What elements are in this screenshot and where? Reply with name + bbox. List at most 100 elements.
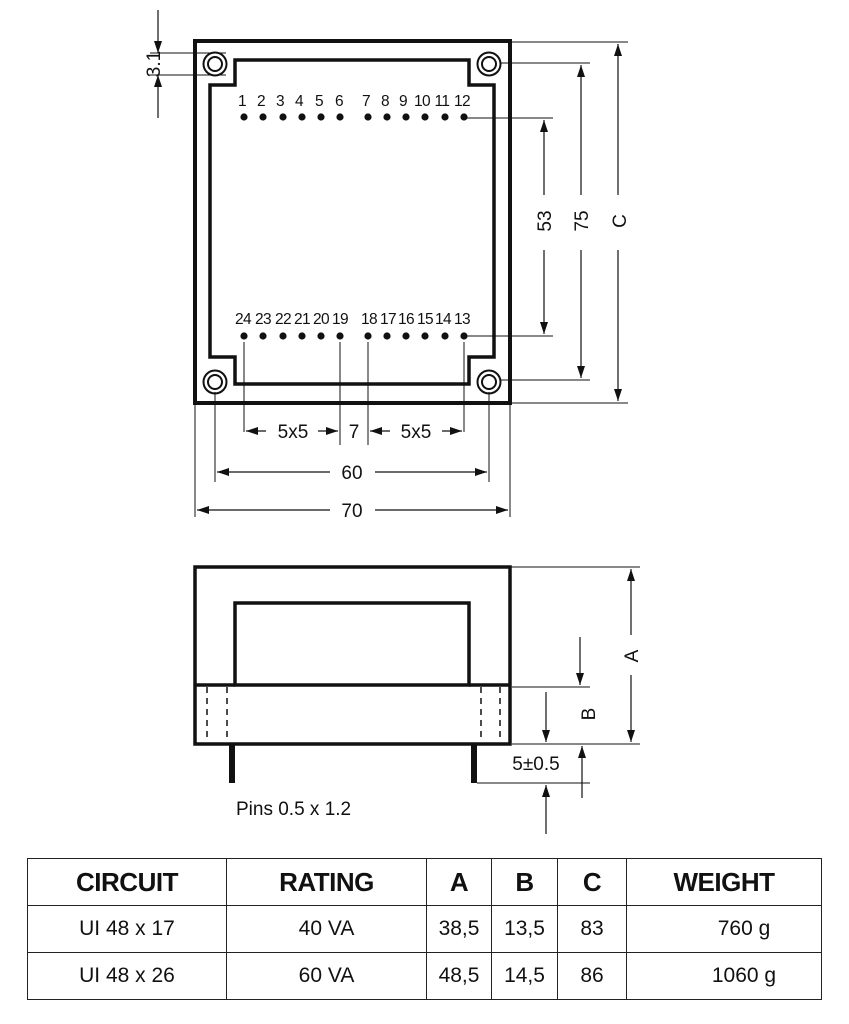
header-rating: RATING: [226, 858, 427, 906]
top-view: 1 2 3 4 5 6 7 8 9 10 11 12 24 23 22 21 2…: [144, 10, 631, 522]
specs-table: CIRCUIT RATING A B C WEIGHT UI 48 x 17 4…: [27, 858, 822, 1000]
pin-label: 6: [335, 93, 343, 110]
pin-label: 11: [435, 93, 450, 110]
cell-rating: 60 VA: [226, 952, 427, 1000]
pin-dot: [279, 332, 287, 340]
cell-a: 38,5: [426, 905, 492, 953]
mounting-hole-top-left: [202, 51, 228, 77]
pin-label: 22: [275, 311, 291, 328]
dim-height-label: C: [610, 214, 631, 228]
pin-dot: [240, 332, 248, 340]
pin-dot: [441, 113, 449, 121]
pin-dot: [383, 332, 391, 340]
side-body-outline: [193, 565, 512, 746]
dim-hole-spacing-horizontal-label: 60: [341, 463, 362, 484]
pin-dot: [421, 332, 429, 340]
pin-label: 9: [399, 93, 407, 110]
pin-dot: [402, 332, 410, 340]
header-b: B: [491, 858, 558, 906]
pin-labels-bottom: 24 23 22 21 20 19 18 17 16 15 14 13: [235, 311, 471, 328]
cell-weight: 1060 g: [626, 952, 822, 1000]
pin-labels-top: 1 2 3 4 5 6 7 8 9 10 11 12: [238, 93, 471, 110]
pin-dot: [336, 113, 344, 121]
pin-label: 5: [315, 93, 323, 110]
pin-dot: [460, 332, 468, 340]
pin-dot: [259, 332, 267, 340]
pin-dot: [317, 113, 325, 121]
pin-dot: [364, 332, 372, 340]
cell-circuit: UI 48 x 26: [27, 952, 227, 1000]
pin-label: 3: [276, 93, 284, 110]
pin-dot: [460, 113, 468, 121]
pin-dot: [364, 113, 372, 121]
pin-dot: [259, 113, 267, 121]
dim-gap-label: 7: [349, 422, 360, 443]
table-header-row: CIRCUIT RATING A B C WEIGHT: [27, 858, 822, 906]
dim-hole-spacing-vertical-label: 75: [572, 210, 593, 231]
pin-label: 19: [332, 311, 348, 328]
pin-dot: [240, 113, 248, 121]
dim-hole-offset-label: 3.1: [144, 51, 165, 77]
pin-label: 2: [257, 93, 265, 110]
pin-dot: [298, 332, 306, 340]
cell-circuit: UI 48 x 17: [27, 905, 227, 953]
pin-row-bottom: [240, 332, 468, 340]
pin-label: 20: [313, 311, 330, 328]
dim-lower-height: [542, 637, 584, 742]
mounting-hole-bottom-right: [476, 369, 502, 395]
pin-label: 8: [381, 93, 389, 110]
pin-dot: [279, 113, 287, 121]
side-pin-right: [471, 744, 477, 783]
dim-pin-length: [542, 746, 586, 834]
header-c: C: [557, 858, 627, 906]
hidden-pin-lines: [206, 687, 501, 742]
pin-dot: [383, 113, 391, 121]
transformer-drawing: 1 2 3 4 5 6 7 8 9 10 11 12 24 23 22 21 2…: [144, 10, 643, 834]
header-a: A: [426, 858, 492, 906]
outer-frame: [193, 39, 512, 405]
pin-dot: [421, 113, 429, 121]
table-row: UI 48 x 26 60 VA 48,5 14,5 86 1060 g: [27, 952, 822, 1000]
pin-dot: [402, 113, 410, 121]
header-circuit: CIRCUIT: [27, 858, 227, 906]
cell-rating: 40 VA: [226, 905, 427, 953]
cell-b: 13,5: [491, 905, 558, 953]
pin-label: 17: [380, 311, 396, 328]
pin-row-top: [240, 113, 468, 121]
pin-label: 24: [235, 311, 252, 328]
pin-dot: [298, 113, 306, 121]
pin-label: 10: [414, 93, 431, 110]
pin-label: 13: [454, 311, 470, 328]
cell-a: 48,5: [426, 952, 492, 1000]
cell-c: 86: [557, 952, 627, 1000]
mounting-hole-top-right: [476, 51, 502, 77]
dim-pin-rows-label: 53: [535, 210, 556, 231]
pin-label: 21: [294, 311, 310, 328]
side-pin-left: [229, 744, 235, 783]
cell-c: 83: [557, 905, 627, 953]
pin-dot: [336, 332, 344, 340]
cell-b: 14,5: [491, 952, 558, 1000]
pin-dot: [441, 332, 449, 340]
dim-pin-length-label: 5±0.5: [512, 754, 559, 775]
pin-label: 1: [238, 93, 246, 110]
side-view: A B 5±0.5 Pins 0.5 x 1.2: [193, 565, 643, 834]
dim-lower-height-label: B: [579, 708, 600, 721]
dim-total-height-label: A: [622, 649, 643, 662]
pin-label: 23: [255, 311, 271, 328]
cell-weight: 760 g: [626, 905, 822, 953]
pin-label: 14: [435, 311, 452, 328]
dim-width-label: 70: [341, 501, 362, 522]
pin-label: 7: [362, 93, 370, 110]
inner-frame: [208, 58, 496, 386]
pin-label: 15: [417, 311, 433, 328]
pins-note: Pins 0.5 x 1.2: [236, 799, 351, 820]
header-weight: WEIGHT: [626, 858, 822, 906]
dim-pitch-right-label: 5x5: [401, 422, 432, 443]
dim-pitch-left-label: 5x5: [278, 422, 309, 443]
pin-label: 12: [454, 93, 470, 110]
table-row: UI 48 x 17 40 VA 38,5 13,5 83 760 g: [27, 905, 822, 953]
pin-dot: [317, 332, 325, 340]
pin-label: 4: [295, 93, 304, 110]
pin-label: 16: [398, 311, 414, 328]
